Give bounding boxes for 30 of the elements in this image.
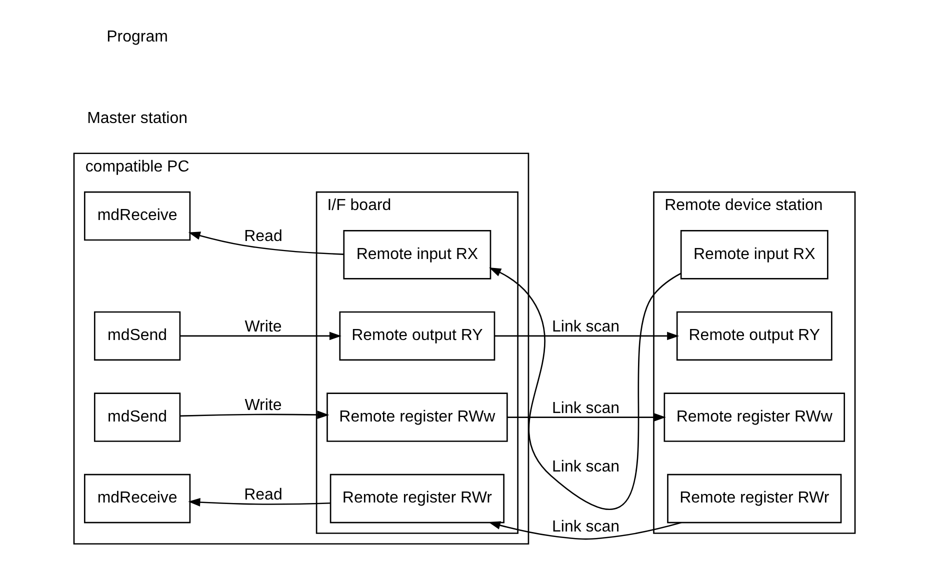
edge-label: Read xyxy=(244,486,282,504)
node-box: Remote register RWr xyxy=(329,474,504,524)
node-box: Remote output RY xyxy=(338,311,495,361)
edge-label: Link scan xyxy=(552,458,620,476)
edge-label: Write xyxy=(244,397,282,414)
node-box: mdSend xyxy=(93,392,180,442)
edge-label: Read xyxy=(244,228,282,245)
node-box: Remote register RWr xyxy=(666,474,842,524)
arrow xyxy=(180,332,341,340)
node-box: mdReceive xyxy=(83,191,190,241)
node-box: mdReceive xyxy=(83,474,190,524)
arrow xyxy=(506,413,666,422)
arrow xyxy=(188,498,330,506)
arrow xyxy=(494,332,679,340)
node-box: Remote output RY xyxy=(676,311,832,361)
edge-label: Link scan xyxy=(552,318,620,336)
arrow xyxy=(488,267,681,510)
node-box: Remote register RWw xyxy=(326,392,508,442)
arrow xyxy=(188,232,344,255)
edge-label: Link scan xyxy=(552,400,620,417)
edge-label: Write xyxy=(244,318,282,336)
node-box: mdSend xyxy=(93,311,180,361)
node-box: Remote input RX xyxy=(342,230,491,280)
node-box: Remote register RWw xyxy=(663,392,845,442)
node-box: Remote input RX xyxy=(680,230,828,280)
label: Program xyxy=(106,28,168,46)
arrow xyxy=(180,410,329,419)
label: Master station xyxy=(86,110,187,127)
arrow xyxy=(488,521,681,540)
edge-label: Link scan xyxy=(552,518,620,536)
